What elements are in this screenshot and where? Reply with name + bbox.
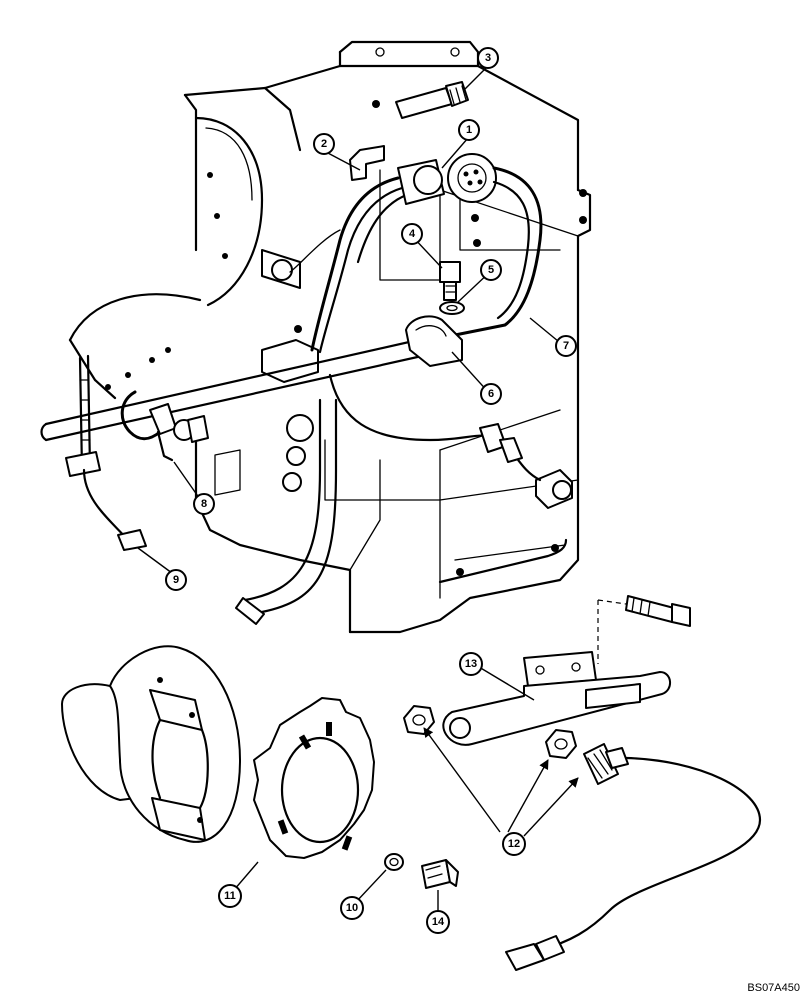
svg-text:14: 14 xyxy=(432,916,445,928)
svg-text:2: 2 xyxy=(321,138,327,150)
part-13-bracket xyxy=(442,651,671,746)
part-11-tone-wheel xyxy=(253,697,375,859)
svg-text:10: 10 xyxy=(346,902,358,914)
harness-tube xyxy=(40,333,442,442)
part-10-washer xyxy=(384,853,404,871)
svg-text:8: 8 xyxy=(201,498,207,510)
part-5-washer xyxy=(439,301,465,315)
svg-text:13: 13 xyxy=(465,658,477,670)
part-1-wiring-harness xyxy=(289,153,543,354)
svg-text:7: 7 xyxy=(563,340,569,352)
callout-11: 11 xyxy=(218,884,242,908)
part-3-breather-tube xyxy=(395,81,469,119)
part-8-clip xyxy=(120,390,209,462)
part-2-bracket xyxy=(349,145,385,181)
callout-7: 7 xyxy=(555,335,577,357)
transmission-housing xyxy=(68,40,592,634)
callout-2: 2 xyxy=(313,133,335,155)
svg-text:9: 9 xyxy=(173,574,179,586)
bracket-bolt xyxy=(597,595,691,664)
speed-sensor xyxy=(505,743,762,971)
part-14-bolt xyxy=(421,859,459,889)
svg-text:4: 4 xyxy=(409,228,416,240)
svg-text:3: 3 xyxy=(485,52,491,64)
callout-3: 3 xyxy=(477,47,499,69)
leader-lines xyxy=(137,65,579,912)
callout-1: 1 xyxy=(458,119,480,141)
callout-14: 14 xyxy=(426,910,450,934)
callout-4: 4 xyxy=(401,223,423,245)
svg-text:12: 12 xyxy=(508,838,520,850)
svg-text:1: 1 xyxy=(466,124,472,136)
part-12-nuts xyxy=(403,705,577,759)
svg-text:11: 11 xyxy=(224,890,236,902)
flange-bolts xyxy=(105,172,228,390)
svg-text:5: 5 xyxy=(488,264,494,276)
part-6-clamp xyxy=(405,315,463,367)
callout-6: 6 xyxy=(480,383,502,405)
figure-code: BS07A450 xyxy=(747,982,800,994)
callout-9: 9 xyxy=(165,569,187,591)
callout-8: 8 xyxy=(193,493,215,515)
callout-12: 12 xyxy=(502,832,526,856)
part-7-harness-branch xyxy=(328,373,542,482)
part-4-bolt xyxy=(439,261,461,301)
callout-5: 5 xyxy=(480,259,502,281)
callout-10: 10 xyxy=(340,896,364,920)
svg-text:6: 6 xyxy=(488,388,494,400)
output-flange xyxy=(61,645,241,843)
callout-13: 13 xyxy=(459,652,483,676)
part-9-cable-tie xyxy=(65,354,147,551)
